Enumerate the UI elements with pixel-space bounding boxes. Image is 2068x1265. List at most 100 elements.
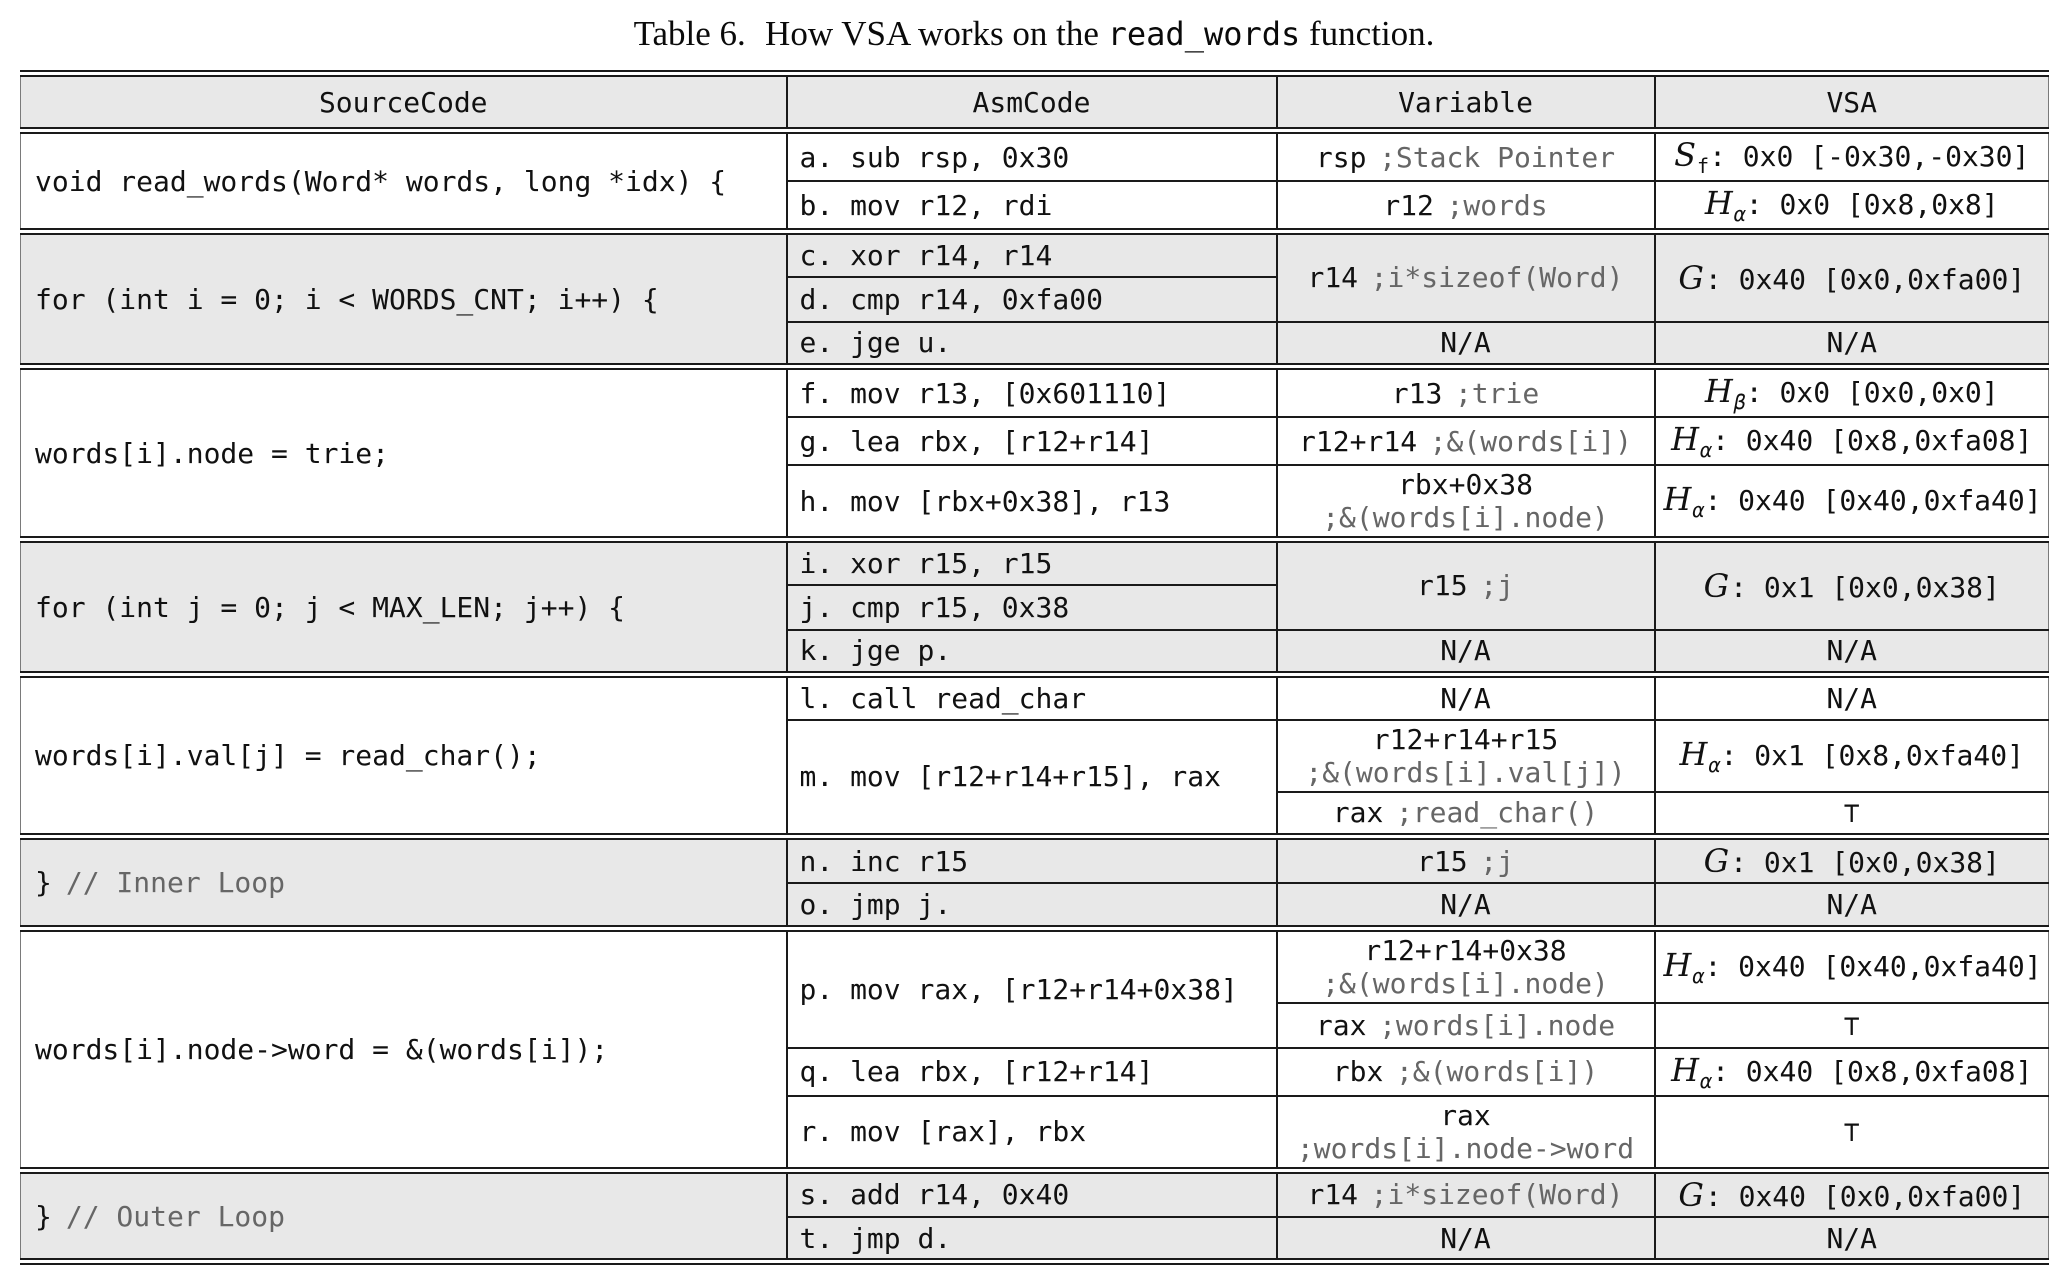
variable-na: N/A xyxy=(1440,634,1491,668)
vsa-subscript: α xyxy=(1692,963,1705,988)
vsa-cell: N/A xyxy=(1653,320,2049,367)
vsa-subscript: α xyxy=(1708,752,1721,777)
asm-cell: b. mov r12, rdi xyxy=(785,180,1277,232)
vsa-cell: ⊤ xyxy=(1653,1001,2049,1048)
variable-cell: rax;words[i].node xyxy=(1275,1001,1655,1048)
variable-cell: r13 ;trie xyxy=(1275,363,1655,417)
source-cell: words[i].val[j] = read_char(); xyxy=(20,671,787,837)
caption-text-prefix: How VSA works on the xyxy=(765,14,1108,53)
asm-cell: m. mov [r12+r14+r15], rax xyxy=(785,718,1277,837)
variable-na: N/A xyxy=(1440,326,1491,360)
table-row: d. cmp r14, 0xfa00 xyxy=(21,275,2049,322)
asm-cell: c. xor r14, r14 xyxy=(785,228,1277,277)
source-cell: words[i].node = trie; xyxy=(20,362,787,540)
variable-comment: ;&(words[i]) xyxy=(1395,1055,1599,1089)
variable-register: rsp xyxy=(1315,140,1367,174)
variable-cell: rax;read_char() xyxy=(1275,790,1655,837)
source-cell: for (int i = 0; i < WORDS_CNT; i++) { xyxy=(20,228,787,367)
vsa-value: : 0x40 [0x40,0xfa40] xyxy=(1704,949,2042,983)
asm-cell: q. lea rbx, [r12+r14] xyxy=(785,1046,1277,1096)
variable-cell: r12+r14+0x38;&(words[i].node) xyxy=(1275,924,1655,1003)
caption-text-suffix: function. xyxy=(1300,14,1435,53)
vsa-domain-symbol: H xyxy=(1704,184,1733,222)
asm-cell: t. jmp d. xyxy=(785,1215,1277,1262)
variable-register: r14 xyxy=(1307,261,1359,295)
variable-comment: ;&(words[i]) xyxy=(1429,424,1632,458)
variable-comment: ;Stack Pointer xyxy=(1379,140,1616,174)
vsa-domain-symbol: H xyxy=(1663,945,1692,984)
vsa-cell: N/A xyxy=(1653,1215,2049,1262)
asm-cell: j. cmp r15, 0x38 xyxy=(785,583,1277,630)
vsa-cell: G: 0x1 [0x0,0x38] xyxy=(1653,833,2049,884)
vsa-domain-symbol: G xyxy=(1678,1175,1704,1214)
variable-comment: ;trie xyxy=(1454,376,1540,410)
variable-na: N/A xyxy=(1440,887,1491,921)
variable-cell: N/A xyxy=(1275,628,1655,675)
table-row: e. jge u. N/A N/A xyxy=(21,320,2049,367)
variable-register: r12 xyxy=(1383,188,1434,222)
source-code-text: for (int j = 0; j < MAX_LEN; j++) { xyxy=(35,590,626,624)
vsa-cell: ⊤ xyxy=(1653,790,2049,837)
variable-cell: r15;j xyxy=(1275,536,1655,630)
vsa-cell: ⊤ xyxy=(1653,1094,2049,1171)
variable-cell: N/A xyxy=(1275,1215,1655,1262)
vsa-top-symbol: ⊤ xyxy=(1843,796,1861,830)
asm-cell: i. xor r15, r15 xyxy=(785,536,1277,585)
asm-cell: a. sub rsp, 0x30 xyxy=(785,127,1277,181)
vsa-cell: Hα: 0x40 [0x40,0xfa40] xyxy=(1653,464,2049,540)
asm-cell: p. mov rax, [r12+r14+0x38] xyxy=(785,924,1277,1048)
vsa-cell: Sf: 0x0 [-0x30,-0x30] xyxy=(1653,127,2049,181)
source-cell: void read_words(Word* words, long *idx) … xyxy=(20,127,787,232)
vsa-domain-symbol: H xyxy=(1704,372,1733,410)
column-header-variable: Variable xyxy=(1275,70,1655,134)
vsa-value: : 0x40 [0x0,0xfa00] xyxy=(1704,1179,2026,1213)
caption-label: Table 6. xyxy=(633,14,746,53)
variable-register: r13 xyxy=(1391,376,1443,410)
vsa-subscript: α xyxy=(1700,1068,1713,1093)
source-cell: for (int j = 0; j < MAX_LEN; j++) { xyxy=(20,536,787,675)
asm-cell: n. inc r15 xyxy=(785,833,1277,884)
variable-comment: ;words[i].node xyxy=(1379,1008,1616,1042)
vsa-cell: N/A xyxy=(1653,882,2049,929)
vsa-domain-symbol: G xyxy=(1678,258,1704,297)
source-cell: words[i].node->word = &(words[i]); xyxy=(20,924,787,1171)
variable-register: rbx+0x38 xyxy=(1398,468,1533,501)
table-row: k. jge p. N/A N/A xyxy=(21,628,2049,675)
asm-cell: e. jge u. xyxy=(785,320,1277,367)
vsa-cell: Hα: 0x40 [0x8,0xfa08] xyxy=(1653,1046,2049,1096)
vsa-domain-symbol: H xyxy=(1663,480,1692,519)
vsa-domain-symbol: H xyxy=(1671,1050,1700,1089)
vsa-cell: Hβ: 0x0 [0x0,0x0] xyxy=(1653,363,2049,417)
vsa-value: : 0x1 [0x0,0x38] xyxy=(1730,846,2000,880)
table-row: o. jmp j. N/A N/A xyxy=(21,882,2049,929)
variable-cell: N/A xyxy=(1275,882,1655,929)
vsa-value: : 0x40 [0x8,0xfa08] xyxy=(1712,1054,2033,1088)
vsa-cell: Hα: 0x0 [0x8,0x8] xyxy=(1653,180,2049,232)
vsa-cell: G: 0x40 [0x0,0xfa00] xyxy=(1653,228,2049,322)
vsa-domain-symbol: G xyxy=(1703,842,1730,881)
vsa-domain-symbol: H xyxy=(1679,734,1708,773)
asm-cell: h. mov [rbx+0x38], r13 xyxy=(785,464,1277,540)
table-row: for (int j = 0; j < MAX_LEN; j++) { i. x… xyxy=(20,536,2049,675)
variable-cell: rbx+0x38;&(words[i].node) xyxy=(1275,464,1655,540)
variable-register: rax xyxy=(1332,796,1384,830)
table-row: q. lea rbx, [r12+r14] rbx;&(words[i]) Hα… xyxy=(21,1046,2049,1096)
source-code-text: void read_words(Word* words, long *idx) … xyxy=(35,164,727,198)
table-row: rax;read_char() ⊤ xyxy=(21,790,2049,837)
vsa-value: : 0x0 [-0x30,-0x30] xyxy=(1709,140,2030,173)
source-code-text: } xyxy=(35,1199,52,1233)
asm-cell: r. mov [rax], rbx xyxy=(785,1094,1277,1171)
vsa-na: N/A xyxy=(1826,887,1878,921)
vsa-domain-symbol: H xyxy=(1671,420,1700,458)
variable-register: rax xyxy=(1440,1098,1491,1132)
header-row: SourceCode AsmCode Variable VSA xyxy=(20,70,2049,134)
variable-comment: ;i*sizeof(Word) xyxy=(1370,261,1624,295)
source-comment: // Inner Loop xyxy=(65,865,286,899)
source-comment: // Outer Loop xyxy=(65,1199,286,1233)
table-row: for (int i = 0; i < WORDS_CNT; i++) { c.… xyxy=(20,228,2049,367)
vsa-subscript: f xyxy=(1697,154,1710,178)
asm-cell: s. add r14, 0x40 xyxy=(785,1166,1277,1217)
variable-cell: r12;words xyxy=(1275,180,1655,232)
variable-comment: ;&(words[i].node) xyxy=(1322,966,1609,1000)
vsa-top-symbol: ⊤ xyxy=(1843,1115,1861,1149)
